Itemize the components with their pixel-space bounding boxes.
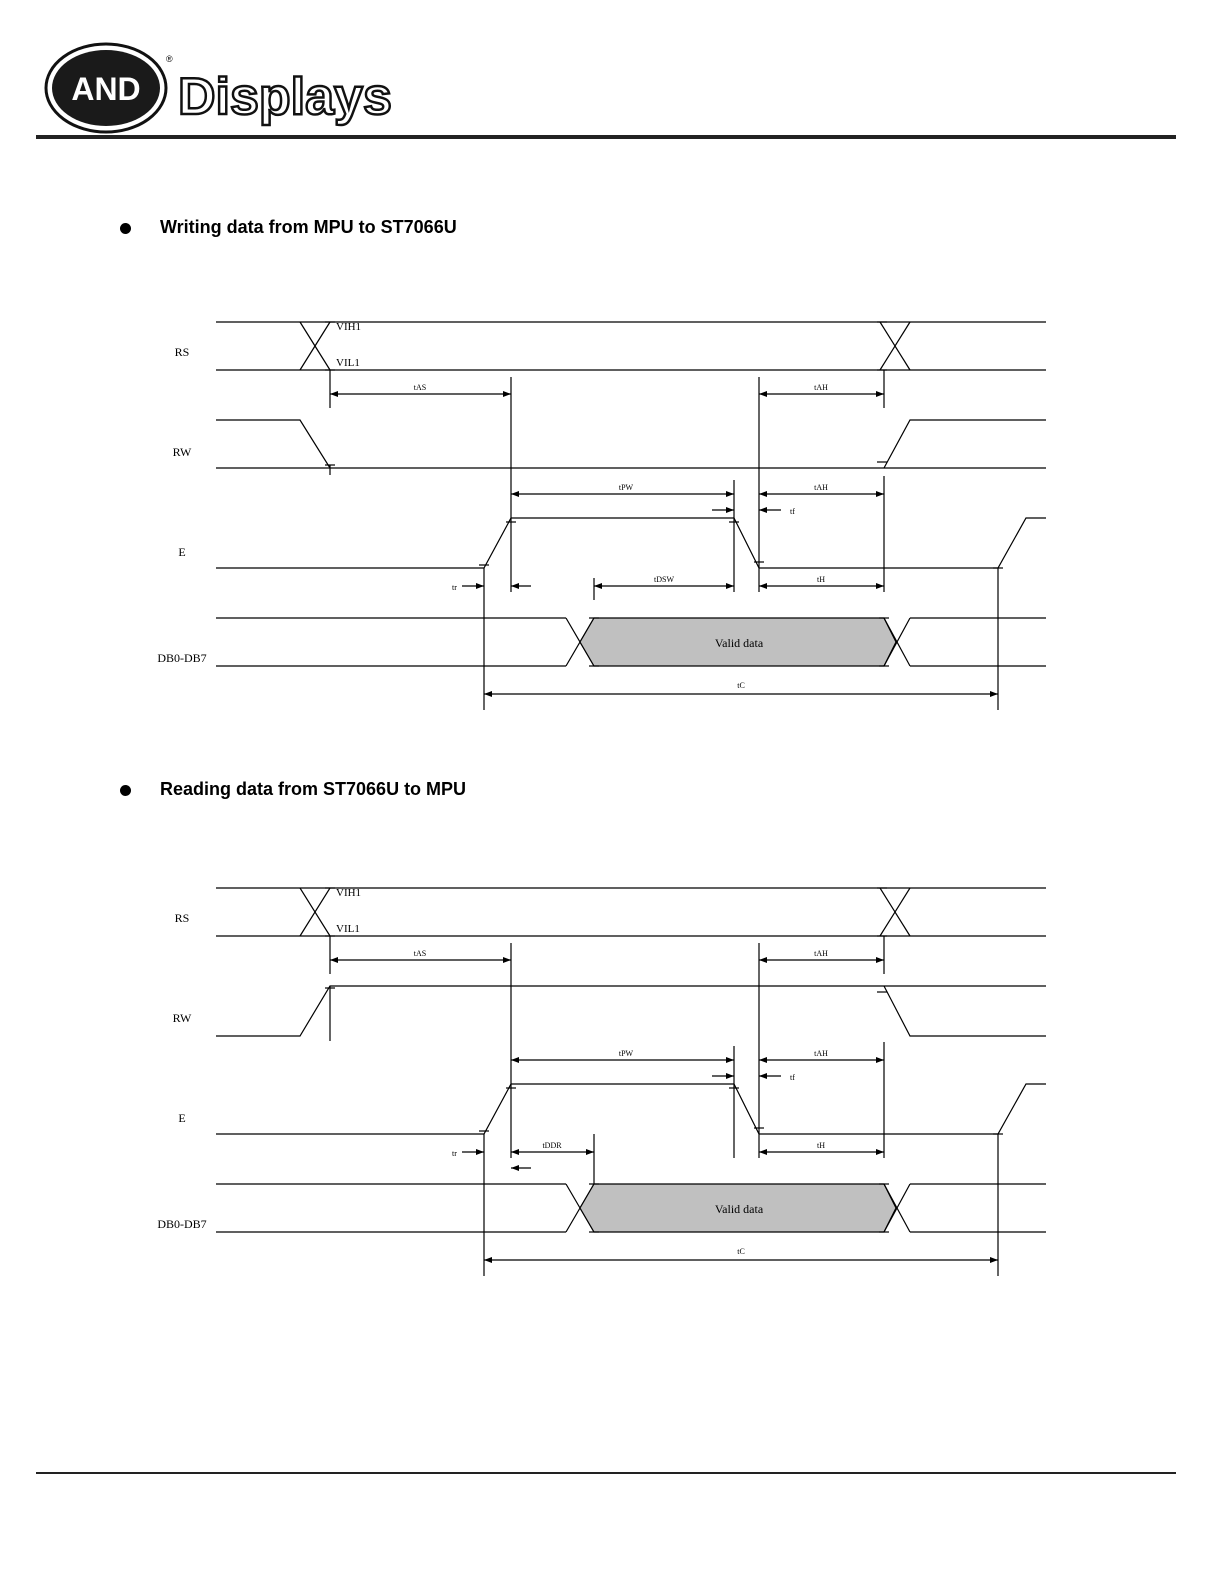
arrowhead	[726, 507, 734, 513]
label-tas: tAS	[414, 383, 426, 392]
arrowhead	[759, 1073, 767, 1079]
bullet-icon	[120, 223, 131, 234]
level-vih1: VIH1	[336, 321, 361, 333]
section-read: Reading data from ST7066U to MPU	[0, 779, 1225, 819]
arrowhead	[511, 1057, 519, 1063]
and-displays-logo: AND ® Displays	[44, 42, 424, 134]
label-tah: tAH	[814, 383, 828, 392]
signal-label-rw: RW	[173, 1011, 192, 1025]
label-tah-e: tAH	[814, 483, 828, 492]
arrowhead	[876, 491, 884, 497]
arrowhead	[511, 583, 519, 589]
arrowhead	[511, 1165, 519, 1171]
level-vih1: VIH1	[336, 887, 361, 899]
label-tr: tr	[452, 1149, 457, 1158]
arrowhead	[330, 957, 338, 963]
signal-label-e: E	[178, 1111, 185, 1125]
signal-label-rs: RS	[175, 911, 190, 925]
arrowhead	[503, 957, 511, 963]
section-write: Writing data from MPU to ST7066U	[0, 217, 1225, 257]
label-tc: tC	[737, 681, 745, 690]
valid-data-label: Valid data	[715, 636, 764, 650]
arrowhead	[759, 1057, 767, 1063]
arrowhead	[876, 583, 884, 589]
rw-trace	[216, 986, 1046, 1036]
label-tf: tf	[790, 1073, 795, 1082]
footer-rule	[36, 1472, 1176, 1474]
level-vil1: VIL1	[336, 357, 360, 369]
section-heading: Reading data from ST7066U to MPU	[160, 779, 466, 800]
arrowhead	[759, 491, 767, 497]
rw-trace	[884, 986, 1046, 1036]
arrowhead	[484, 1257, 492, 1263]
level-vil1: VIL1	[336, 923, 360, 935]
label-tas: tAS	[414, 949, 426, 958]
arrowhead	[586, 1149, 594, 1155]
arrowhead	[759, 1149, 767, 1155]
arrowhead	[594, 583, 602, 589]
arrowhead	[876, 957, 884, 963]
logo-oval-text: AND	[71, 71, 140, 107]
arrowhead	[759, 957, 767, 963]
arrowhead	[990, 691, 998, 697]
svg-text:®: ®	[166, 54, 173, 64]
e-trace	[216, 518, 1046, 568]
signal-label-e: E	[178, 545, 185, 559]
label-tah-e: tAH	[814, 1049, 828, 1058]
section-heading: Writing data from MPU to ST7066U	[160, 217, 457, 238]
e-trace	[216, 1084, 1046, 1134]
signal-label-rw: RW	[173, 445, 192, 459]
arrowhead	[511, 491, 519, 497]
arrowhead	[484, 691, 492, 697]
arrowhead	[476, 583, 484, 589]
label-tmid: tDDR	[542, 1141, 562, 1150]
label-tah: tAH	[814, 949, 828, 958]
arrowhead	[876, 1149, 884, 1155]
arrowhead	[726, 583, 734, 589]
signal-label-db: DB0-DB7	[157, 1217, 206, 1231]
label-th: tH	[817, 575, 825, 584]
signal-label-db: DB0-DB7	[157, 651, 206, 665]
arrowhead	[726, 1073, 734, 1079]
label-tr: tr	[452, 583, 457, 592]
arrowhead	[726, 491, 734, 497]
label-th: tH	[817, 1141, 825, 1150]
logo-word: Displays	[178, 68, 392, 126]
arrowhead	[876, 391, 884, 397]
label-tpw: tPW	[619, 1049, 634, 1058]
label-tc: tC	[737, 1247, 745, 1256]
arrowhead	[503, 391, 511, 397]
bullet-icon	[120, 785, 131, 796]
arrowhead	[990, 1257, 998, 1263]
arrowhead	[759, 391, 767, 397]
header-rule	[36, 135, 1176, 139]
label-tmid: tDSW	[654, 575, 674, 584]
label-tpw: tPW	[619, 483, 634, 492]
arrowhead	[511, 1149, 519, 1155]
arrowhead	[726, 1057, 734, 1063]
rw-trace	[216, 420, 1046, 468]
label-tf: tf	[790, 507, 795, 516]
signal-label-rs: RS	[175, 345, 190, 359]
valid-data-label: Valid data	[715, 1202, 764, 1216]
arrowhead	[476, 1149, 484, 1155]
arrowhead	[330, 391, 338, 397]
arrowhead	[759, 507, 767, 513]
arrowhead	[876, 1057, 884, 1063]
arrowhead	[759, 583, 767, 589]
rw-trace	[884, 420, 1046, 468]
